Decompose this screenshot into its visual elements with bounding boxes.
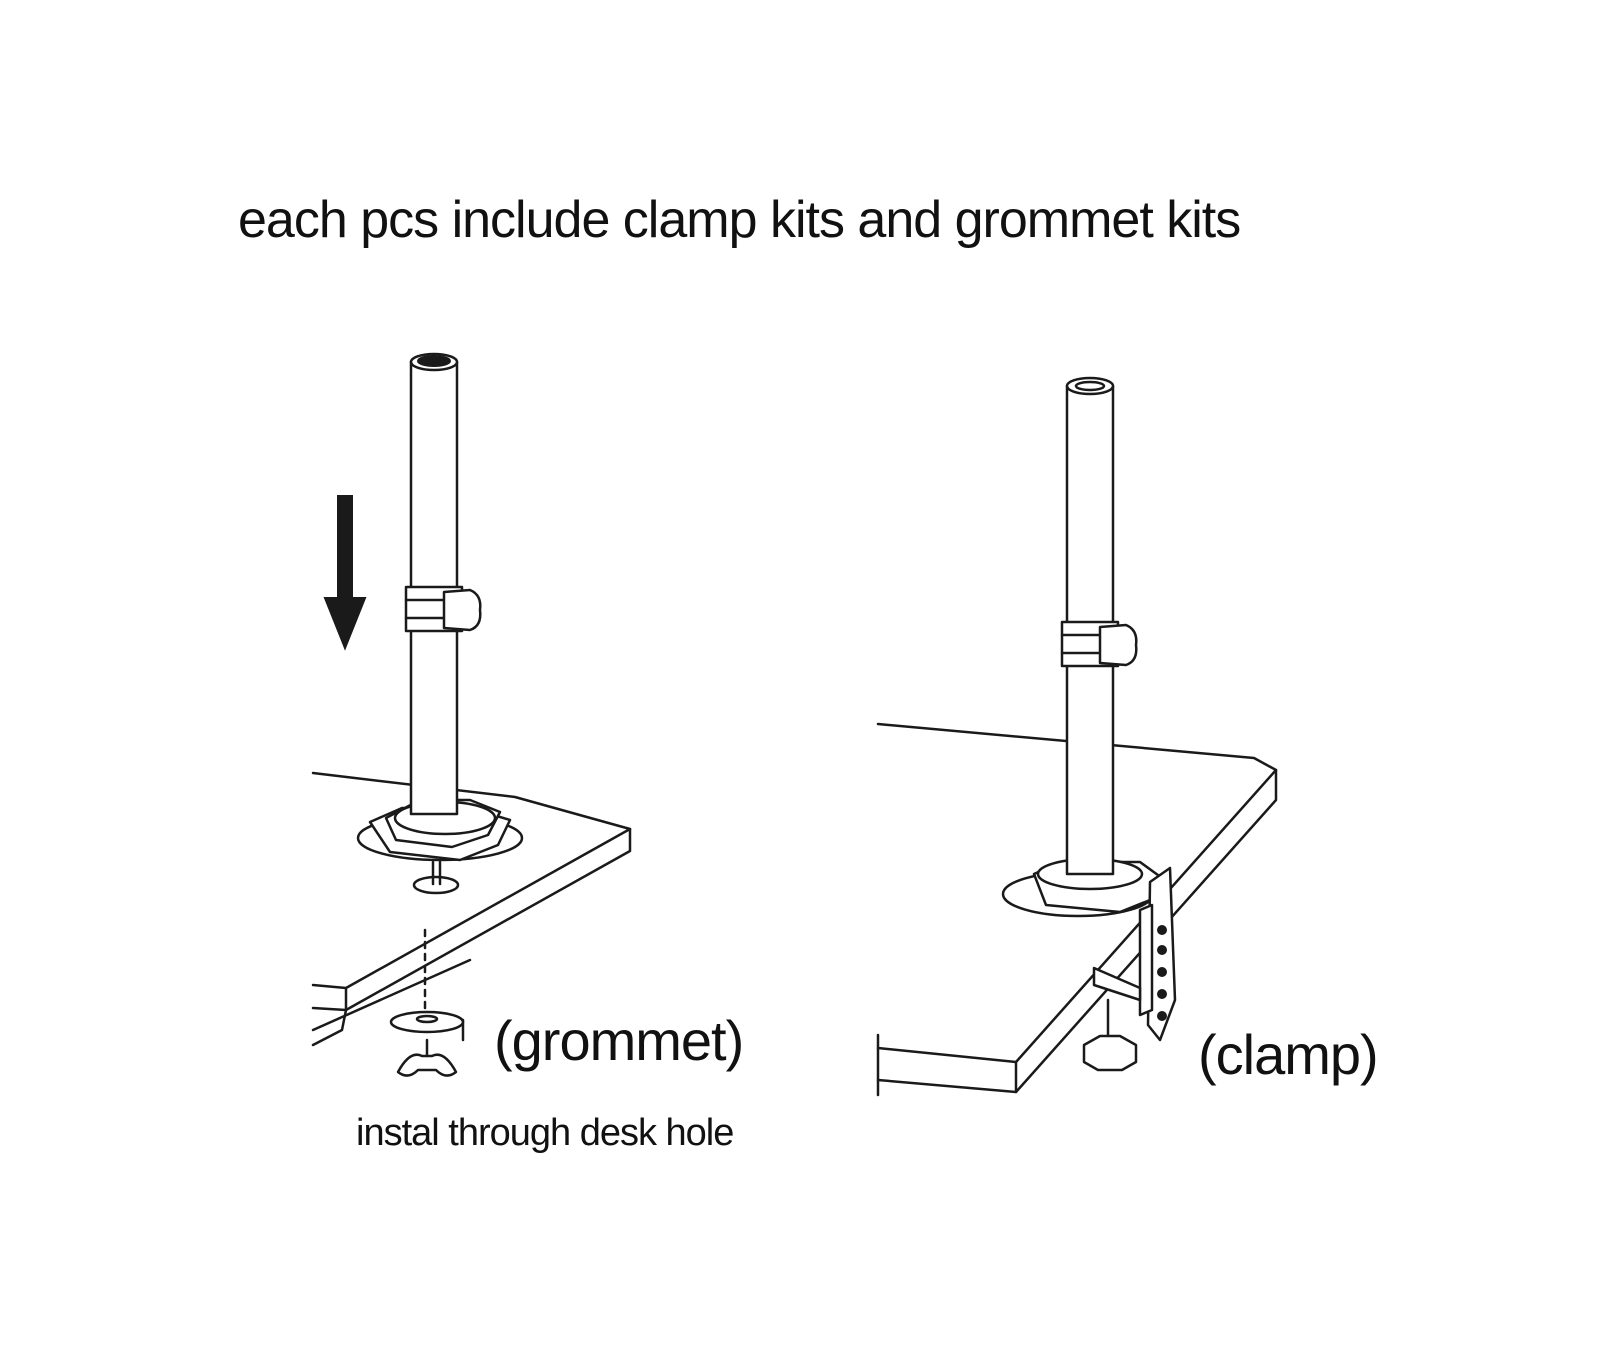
page-title: each pcs include clamp kits and grommet … [238, 191, 1241, 249]
down-arrow-icon [323, 495, 367, 651]
grommet-pole [404, 352, 482, 816]
grommet-install-note: instal through desk hole [356, 1112, 734, 1154]
clamp-label: (clamp) [1198, 1023, 1379, 1086]
grommet-hardware [389, 928, 465, 1042]
knob-icon [1082, 1034, 1138, 1072]
clamp-bracket [1092, 866, 1177, 1042]
clamp-setup-drawing [876, 376, 1278, 1097]
grommet-base [356, 798, 524, 895]
wing-nut-icon [396, 1038, 458, 1077]
clamp-pole [1060, 376, 1138, 876]
grommet-setup-drawing [311, 352, 632, 1077]
grommet-label: (grommet) [494, 1009, 744, 1072]
